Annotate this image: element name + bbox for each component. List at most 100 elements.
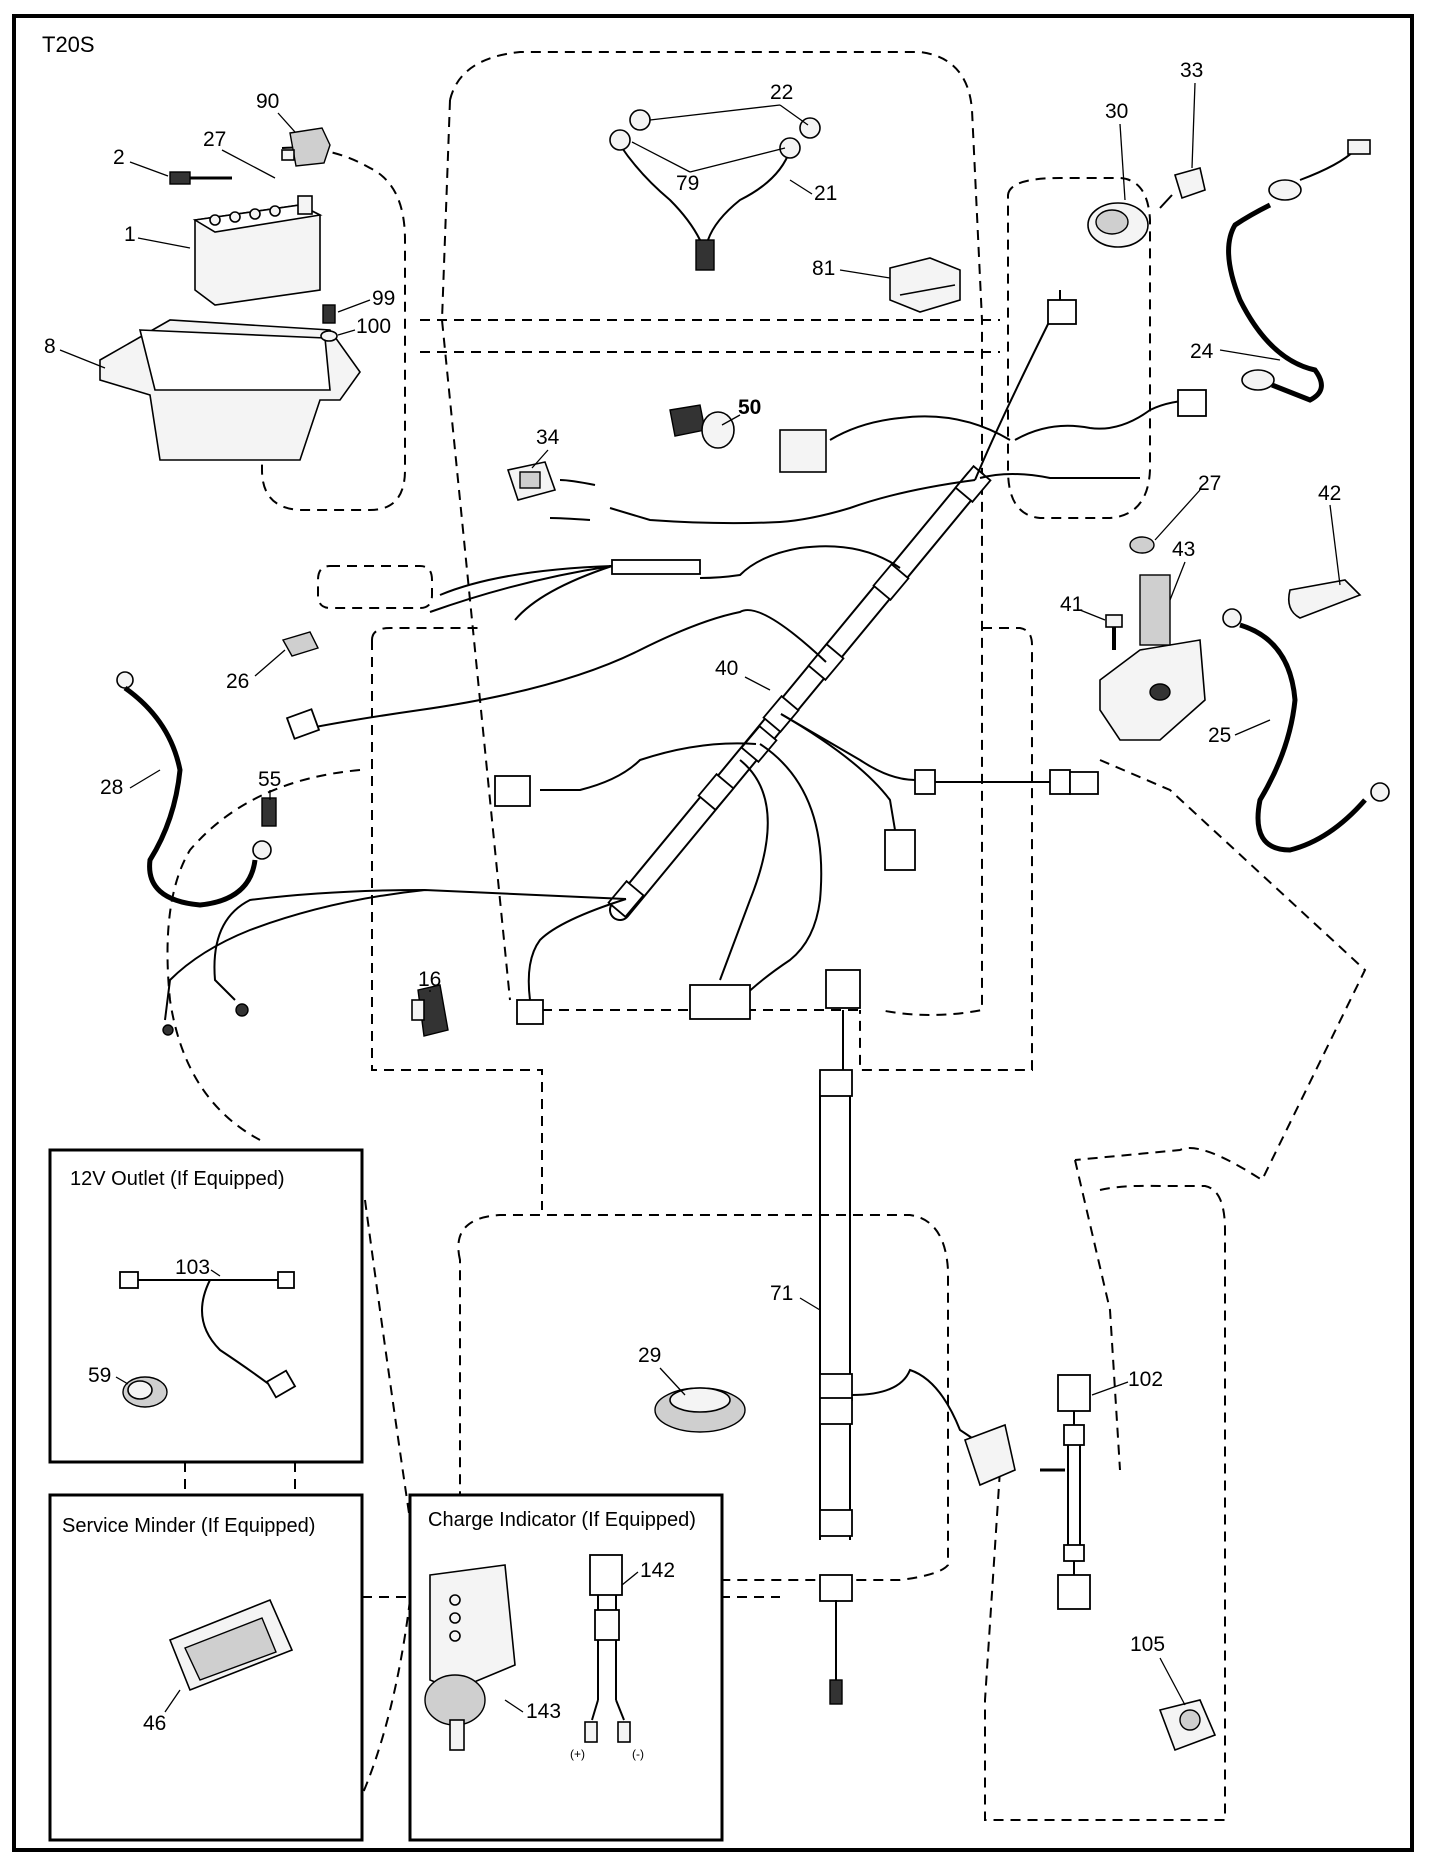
engine-harness[interactable] <box>819 969 1016 1705</box>
bolt[interactable] <box>1105 614 1123 650</box>
callout-1: 1 <box>124 223 136 246</box>
terminal <box>162 1024 174 1036</box>
ignition-switch[interactable] <box>1087 202 1149 248</box>
fuse[interactable] <box>281 631 319 657</box>
right-rear-outline <box>1074 1159 1121 1471</box>
battery[interactable] <box>192 195 323 306</box>
nut[interactable] <box>1129 536 1155 554</box>
callout-16: 16 <box>418 968 441 991</box>
callout-28: 28 <box>100 776 123 799</box>
connector <box>516 999 544 1025</box>
bottom-right-outline <box>984 1184 1226 1821</box>
callout-24: 24 <box>1190 340 1214 363</box>
callout-142: 142 <box>640 1559 675 1582</box>
terminal <box>235 1003 249 1017</box>
callout-25: 25 <box>1208 724 1231 747</box>
fuel-solenoid[interactable] <box>1158 1699 1217 1752</box>
frame-outline-top-left <box>371 627 478 641</box>
callout-59: 59 <box>88 1364 111 1387</box>
inset-title: Service Minder (If Equipped) <box>62 1515 315 1537</box>
screw[interactable] <box>320 304 338 342</box>
inset-title: 12V Outlet (If Equipped) <box>70 1168 285 1190</box>
clip <box>819 1574 853 1602</box>
callout-103: 103 <box>175 1256 210 1279</box>
pto-switch[interactable] <box>669 404 735 449</box>
callout-41: 41 <box>1060 593 1083 616</box>
callouts: 90 27 2 1 99 100 8 22 79 21 81 30 33 24 … <box>44 59 1341 1706</box>
callout-27b: 27 <box>1198 472 1221 495</box>
callout-71: 71 <box>770 1282 793 1305</box>
left-rear-outline <box>309 1199 411 1841</box>
outlet-harness[interactable] <box>119 1271 297 1399</box>
inset-charge-indicator: Charge Indicator (If Equipped) 142 143 (… <box>408 1493 724 1842</box>
diode-harness[interactable] <box>1040 1374 1091 1610</box>
callout-33: 33 <box>1180 59 1203 82</box>
inset-link-dashes <box>184 1462 296 1495</box>
callout-105: 105 <box>1130 1633 1165 1656</box>
ignition-module[interactable] <box>654 1387 746 1433</box>
callout-21: 21 <box>814 182 837 205</box>
clip <box>819 1509 853 1537</box>
light-switch[interactable] <box>506 461 557 501</box>
terminal-boot[interactable] <box>1287 579 1362 619</box>
headlight-harness[interactable] <box>609 109 821 271</box>
frame-outline-right <box>859 627 1033 1071</box>
engine-area-outline <box>457 1214 949 1581</box>
callout-40: 40 <box>715 657 738 680</box>
relay[interactable] <box>889 257 961 313</box>
clip <box>1049 769 1071 795</box>
terminal-cover[interactable] <box>281 127 331 167</box>
charge-indicator-harness[interactable] <box>584 1554 631 1743</box>
clip <box>819 1397 853 1425</box>
inset-service-minder: Service Minder (If Equipped) 46 <box>48 1493 364 1842</box>
clip <box>914 769 936 795</box>
callout-143: 143 <box>526 1700 561 1723</box>
battery-area-outline <box>261 146 406 511</box>
callout-50: 50 <box>738 396 761 419</box>
inset-title: Charge Indicator (If Equipped) <box>428 1509 696 1531</box>
clip <box>819 1069 853 1097</box>
starter-solenoid[interactable] <box>1099 574 1206 741</box>
service-minder[interactable] <box>168 1598 294 1692</box>
connector <box>1069 771 1099 795</box>
clip <box>819 1373 853 1401</box>
ground-screw[interactable] <box>261 797 277 827</box>
chassis-outlines <box>166 51 1367 1841</box>
callout-29: 29 <box>638 1344 661 1367</box>
switch[interactable] <box>411 984 449 1037</box>
callout-46: 46 <box>143 1712 166 1735</box>
starter-cable[interactable] <box>1222 608 1390 853</box>
connector <box>494 775 531 807</box>
connector <box>1047 299 1077 325</box>
callout-55: 55 <box>258 768 281 791</box>
callout-34: 34 <box>536 426 560 449</box>
callout-30: 30 <box>1105 100 1128 123</box>
connector <box>963 1423 1016 1487</box>
connector <box>884 829 916 871</box>
power-outlet[interactable] <box>122 1376 168 1408</box>
washer[interactable] <box>320 330 338 342</box>
headlight-bulb[interactable] <box>629 109 651 131</box>
callout-90: 90 <box>256 90 279 113</box>
callout-26: 26 <box>226 670 249 693</box>
main-wire-harness[interactable] <box>164 290 1207 1025</box>
right-fender-outline <box>1074 759 1367 1182</box>
callout-2: 2 <box>113 146 125 169</box>
charge-indicator[interactable] <box>424 1564 516 1751</box>
callout-99: 99 <box>372 287 395 310</box>
battery-tray[interactable] <box>99 319 361 461</box>
connector <box>825 969 861 1009</box>
positive-terminal-label: (+) <box>570 1747 585 1761</box>
left-fender-outline <box>166 769 361 1141</box>
tag <box>779 429 827 473</box>
connector <box>689 984 751 1020</box>
inset-12v-outlet: 12V Outlet (If Equipped) 103 59 <box>48 1148 364 1464</box>
ground-cable[interactable] <box>1226 139 1371 403</box>
frame-outline-left <box>371 640 543 1210</box>
battery-bolt[interactable] <box>169 171 232 185</box>
battery-cable[interactable] <box>116 671 272 908</box>
dash-crossbar <box>420 319 1000 353</box>
callout-100: 100 <box>356 315 391 338</box>
key[interactable] <box>1159 167 1206 209</box>
callout-79: 79 <box>676 172 699 195</box>
